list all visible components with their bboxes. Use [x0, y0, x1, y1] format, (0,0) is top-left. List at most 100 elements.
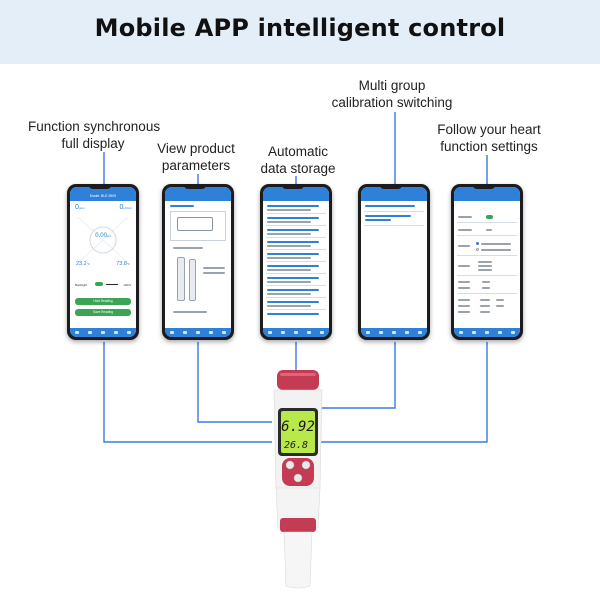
phone-product-parameters — [162, 184, 234, 340]
divider — [364, 211, 424, 212]
tab-icon[interactable] — [87, 331, 92, 334]
caption-line: full display — [61, 136, 125, 151]
record-line — [267, 305, 311, 307]
tab-icon[interactable] — [293, 331, 298, 334]
tab-icon[interactable] — [209, 331, 214, 334]
us-readout: 0μS/cm — [120, 204, 132, 211]
meter-collar — [280, 518, 316, 532]
tab-icon[interactable] — [484, 331, 489, 334]
tab-icon[interactable] — [114, 331, 119, 334]
us-value: 0 — [119, 204, 124, 211]
app-title-bar — [361, 187, 427, 201]
text-line — [173, 247, 203, 249]
caption-line: function settings — [440, 139, 538, 154]
product-image — [170, 211, 226, 241]
tab-icon[interactable] — [365, 331, 370, 334]
backlight-toggle[interactable] — [95, 282, 103, 286]
connector-bottom-5 — [318, 342, 488, 443]
divider — [266, 249, 326, 250]
setting-value — [482, 287, 490, 289]
ph-gauge — [77, 216, 129, 264]
record-line — [267, 245, 311, 247]
setting-value — [482, 281, 490, 283]
record-line — [267, 209, 311, 211]
divider — [266, 273, 326, 274]
record-line — [267, 301, 319, 303]
phone-notch — [473, 184, 495, 189]
temp-f-value: 73.8 — [116, 261, 127, 267]
caption-view-params: View product parameters — [144, 140, 248, 174]
caption-follow-heart: Follow your heart function settings — [424, 121, 554, 155]
tab-icon[interactable] — [320, 331, 325, 334]
setting-value — [478, 269, 492, 271]
setting-radio[interactable] — [476, 242, 479, 245]
tab-icon[interactable] — [280, 331, 285, 334]
caption-line: View product — [157, 141, 235, 156]
record-line — [267, 281, 311, 283]
record-line — [267, 269, 311, 271]
tab-icon[interactable] — [307, 331, 312, 334]
tab-icon[interactable] — [182, 331, 187, 334]
save-reading-label: Save Reading — [92, 310, 114, 314]
divider — [266, 225, 326, 226]
tab-icon[interactable] — [222, 331, 227, 334]
page-title: Mobile APP intelligent control — [94, 14, 506, 42]
calibration-line — [365, 219, 391, 221]
setting-value — [496, 299, 504, 301]
temp-c-unit: °C — [86, 262, 91, 266]
app-title-bar: Model: BLE-9909 — [70, 187, 136, 201]
divider — [457, 293, 517, 294]
caption-line: Automatic — [267, 144, 329, 159]
tab-icon[interactable] — [418, 331, 423, 334]
phone-notch — [89, 184, 111, 189]
tab-icon[interactable] — [458, 331, 463, 334]
tab-icon[interactable] — [169, 331, 174, 334]
caption-line: data storage — [260, 161, 336, 176]
setting-label — [458, 287, 470, 289]
tab-icon[interactable] — [74, 331, 79, 334]
tab-icon[interactable] — [127, 331, 132, 334]
record-line — [267, 293, 311, 295]
hold-reading-button[interactable]: Hold Reading — [75, 298, 131, 305]
setting-radio[interactable] — [476, 248, 479, 251]
setting-value — [480, 299, 490, 301]
tab-icon[interactable] — [471, 331, 476, 334]
phone-screen — [361, 187, 427, 337]
meter-reading-temp: 26.8 — [284, 440, 308, 451]
setting-label — [458, 299, 470, 301]
tab-icon[interactable] — [195, 331, 200, 334]
caption-line: parameters — [161, 158, 231, 173]
record-line — [267, 289, 319, 291]
setting-value — [478, 261, 492, 263]
phone-data-storage — [260, 184, 332, 340]
setting-label — [458, 229, 472, 231]
backlight-slider[interactable] — [106, 283, 118, 285]
divider — [266, 213, 326, 214]
record-line — [267, 221, 311, 223]
record-line — [267, 241, 319, 243]
backlight-row: Backlight 100% — [75, 282, 131, 288]
record-line — [267, 217, 319, 219]
app-title-bar — [454, 187, 520, 201]
phone-screen — [165, 187, 231, 337]
tab-icon[interactable] — [391, 331, 396, 334]
connector-bottom-2 — [197, 342, 272, 423]
hold-reading-label: Hold Reading — [93, 299, 113, 303]
tab-icon[interactable] — [498, 331, 503, 334]
setting-label — [458, 281, 470, 283]
tab-icon[interactable] — [511, 331, 516, 334]
tab-icon[interactable] — [100, 331, 105, 334]
tab-icon[interactable] — [267, 331, 272, 334]
tab-icon[interactable] — [405, 331, 410, 334]
divider — [266, 285, 326, 286]
record-line — [267, 205, 319, 207]
phone-notch — [282, 184, 304, 189]
setting-toggle[interactable] — [486, 215, 493, 219]
tab-icon[interactable] — [378, 331, 383, 334]
ppm-unit: ppm — [78, 206, 85, 210]
connector-bottom-4 — [318, 342, 396, 409]
ppm-value: 0 — [75, 204, 79, 211]
ph-meter-pen: 6.92 26.8 — [273, 370, 323, 589]
ph-value: 0.00 — [95, 233, 107, 239]
save-reading-button[interactable]: Save Reading — [75, 309, 131, 316]
